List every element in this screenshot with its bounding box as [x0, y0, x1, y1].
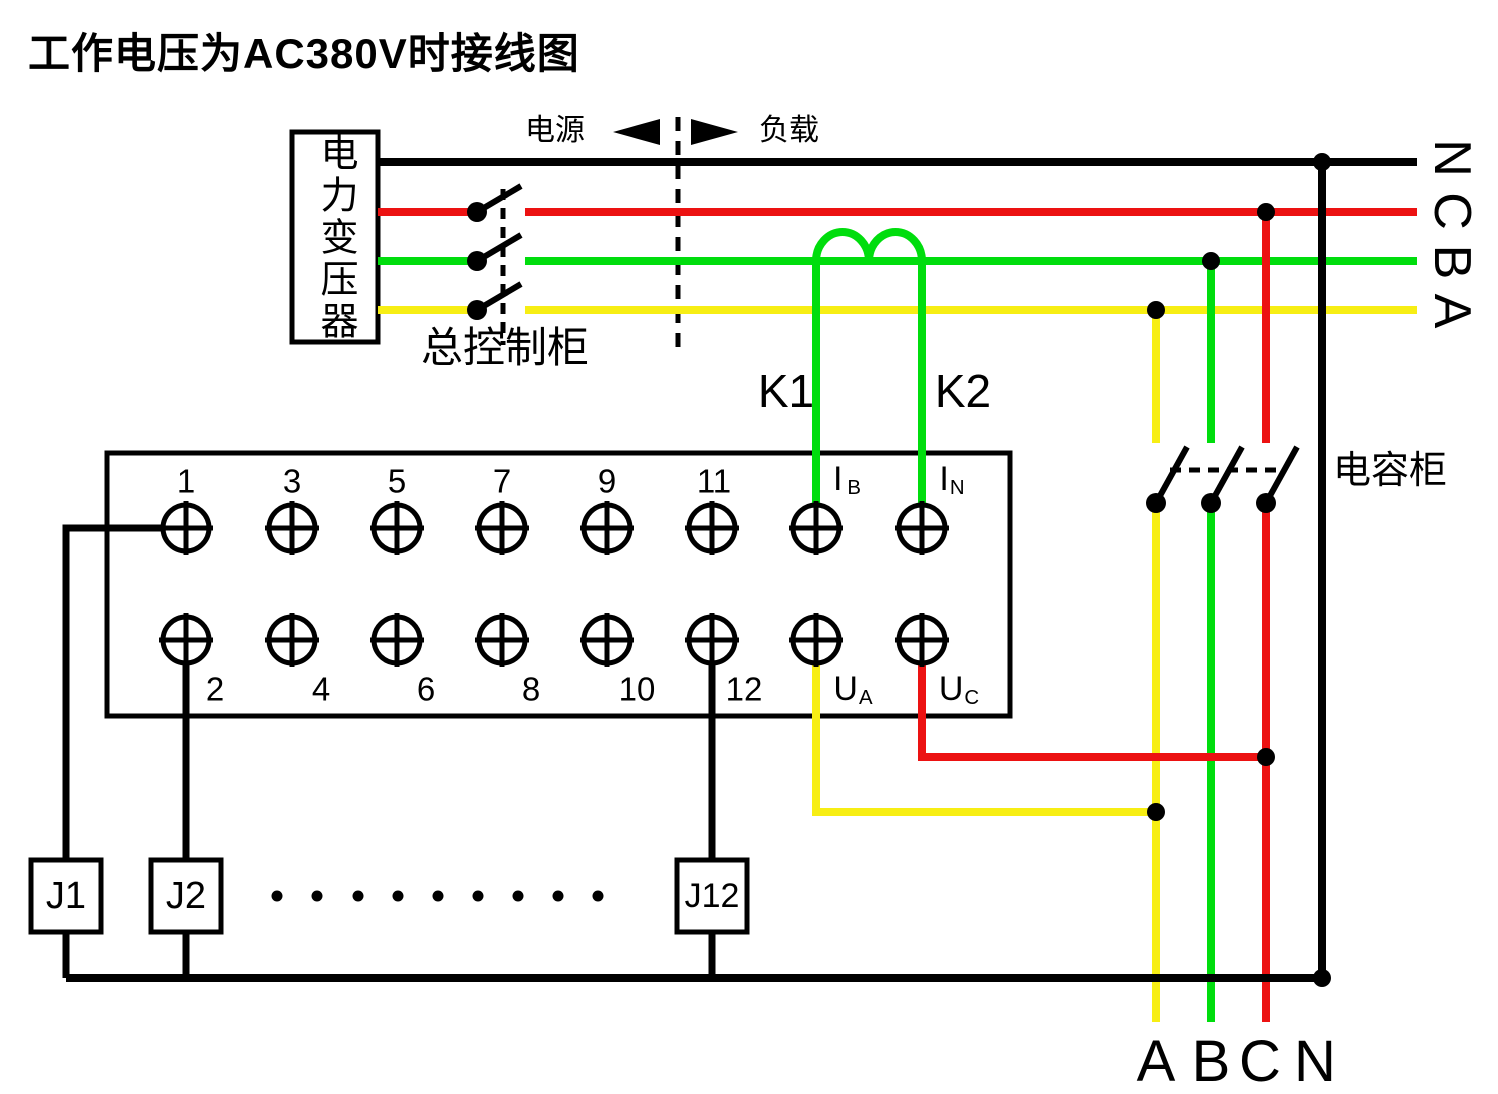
- bottom-bus-label-c: C: [1239, 1029, 1281, 1094]
- ua-sampling-wire: [812, 663, 1156, 816]
- terminal-label-uc: UC: [939, 672, 979, 708]
- relay-j2-label: J2: [165, 875, 207, 917]
- terminal-label-6: 6: [416, 670, 436, 708]
- relay-j1-label: J1: [45, 875, 87, 917]
- terminal-label-in: IN: [939, 462, 964, 498]
- terminal-label-4: 4: [311, 670, 331, 708]
- terminal-block-box: [104, 450, 1013, 719]
- terminal1-j1-wire: [62, 524, 163, 978]
- bottom-bus-label-n: N: [1294, 1029, 1336, 1094]
- capacitor-switch: [1146, 445, 1300, 513]
- ellipsis-dots: [271, 890, 604, 902]
- terminal-label-ib-sub: B: [847, 476, 862, 499]
- load-label: 负载: [759, 114, 819, 147]
- relay-box-j1: [28, 857, 104, 935]
- relay-j12-label: J12: [684, 877, 740, 915]
- terminal-label-5: 5: [387, 462, 407, 500]
- terminal-label-2: 2: [205, 670, 225, 708]
- power-source-label: 电源: [525, 114, 585, 147]
- terminal-label-ua: UA: [833, 672, 872, 708]
- terminal-label-12: 12: [725, 670, 763, 708]
- terminal-label-uc-sub: C: [964, 686, 980, 709]
- terminal-label-ua-main: U: [833, 669, 858, 708]
- right-bus-label-a: A: [1423, 293, 1481, 329]
- terminal-label-in-main: I: [939, 459, 949, 498]
- terminal-label-7: 7: [492, 462, 512, 500]
- right-bus-label-c: C: [1423, 192, 1481, 230]
- transformer-label: 电力变压器: [314, 133, 356, 343]
- arrow-right-icon: [691, 119, 738, 145]
- bottom-bus-label-a: A: [1136, 1029, 1176, 1094]
- terminal-label-ib-main: I: [832, 459, 843, 498]
- terminal-label-in-sub: N: [949, 476, 965, 499]
- right-bus-label-n: N: [1423, 139, 1481, 177]
- terminal-label-9: 9: [597, 462, 617, 500]
- terminal-label-3: 3: [282, 462, 302, 500]
- main-control-cabinet-label: 总控制柜: [420, 324, 590, 371]
- arrow-left-icon: [613, 119, 660, 145]
- ct-k1-label: K1: [757, 365, 815, 417]
- current-transformer-loop: [812, 228, 926, 507]
- uc-sampling-wire: [918, 663, 1266, 761]
- junction-dots: [1147, 153, 1331, 987]
- relay-box-j2: [148, 857, 224, 935]
- terminal-label-ua-sub: A: [858, 686, 873, 709]
- capacitor-cabinet-label: 电容柜: [1332, 450, 1448, 492]
- ct-k2-label: K2: [934, 365, 992, 417]
- main-breaker-switch: [467, 183, 523, 345]
- terminal-label-11: 11: [696, 462, 732, 500]
- right-bus-label-b: B: [1423, 244, 1481, 280]
- page-title: 工作电压为AC380V时接线图: [28, 30, 580, 77]
- power-transformer-box: [289, 129, 381, 345]
- terminal-label-1: 1: [176, 462, 196, 500]
- terminal-label-8: 8: [521, 670, 541, 708]
- terminal-label-uc-main: U: [938, 669, 964, 708]
- terminal-label-10: 10: [618, 670, 656, 708]
- relay-box-j12: [674, 857, 750, 935]
- bottom-bus-label-b: B: [1191, 1029, 1231, 1094]
